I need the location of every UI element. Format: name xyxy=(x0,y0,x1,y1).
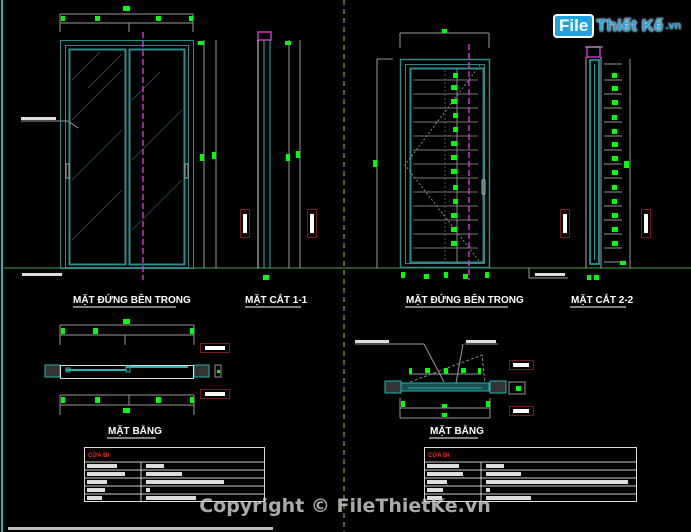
title-plan-right: MẶT BẰNG xyxy=(430,424,484,437)
logo-suffix: .vn xyxy=(665,20,682,32)
plan-right xyxy=(355,340,534,419)
elevation-left xyxy=(21,6,217,280)
logo-file: File xyxy=(553,14,595,38)
title-elevation-left: MẶT ĐỨNG BÊN TRONG xyxy=(73,293,191,306)
plan-left xyxy=(44,319,230,415)
section-2-2 xyxy=(560,46,651,280)
section-1-1 xyxy=(240,31,317,280)
title-section-2: MẶT CẮT 2-2 xyxy=(571,293,634,306)
watermark: Copyright © FileThietKe.vn xyxy=(199,495,491,517)
spec-table-right: CỬA ĐI xyxy=(424,447,637,502)
title-plan-left: MẶT BẰNG xyxy=(108,424,162,437)
title-section-1: MẶT CẮT 1-1 xyxy=(245,293,308,306)
table-header: CỬA ĐI xyxy=(88,452,109,459)
title-elevation-right: MẶT ĐỨNG BÊN TRONG xyxy=(406,293,524,306)
footer-note xyxy=(8,527,273,530)
elevation-right xyxy=(373,29,568,280)
table-header: CỬA ĐI xyxy=(428,452,449,459)
logo-name: Thiết Kế xyxy=(596,16,664,35)
view-titles: MẶT ĐỨNG BÊN TRONG MẶT CẮT 1-1 MẶT ĐỨNG … xyxy=(73,293,634,439)
logo: File Thiết Kế .vn xyxy=(553,14,681,38)
spec-table-left: CỬA ĐI xyxy=(84,447,265,502)
